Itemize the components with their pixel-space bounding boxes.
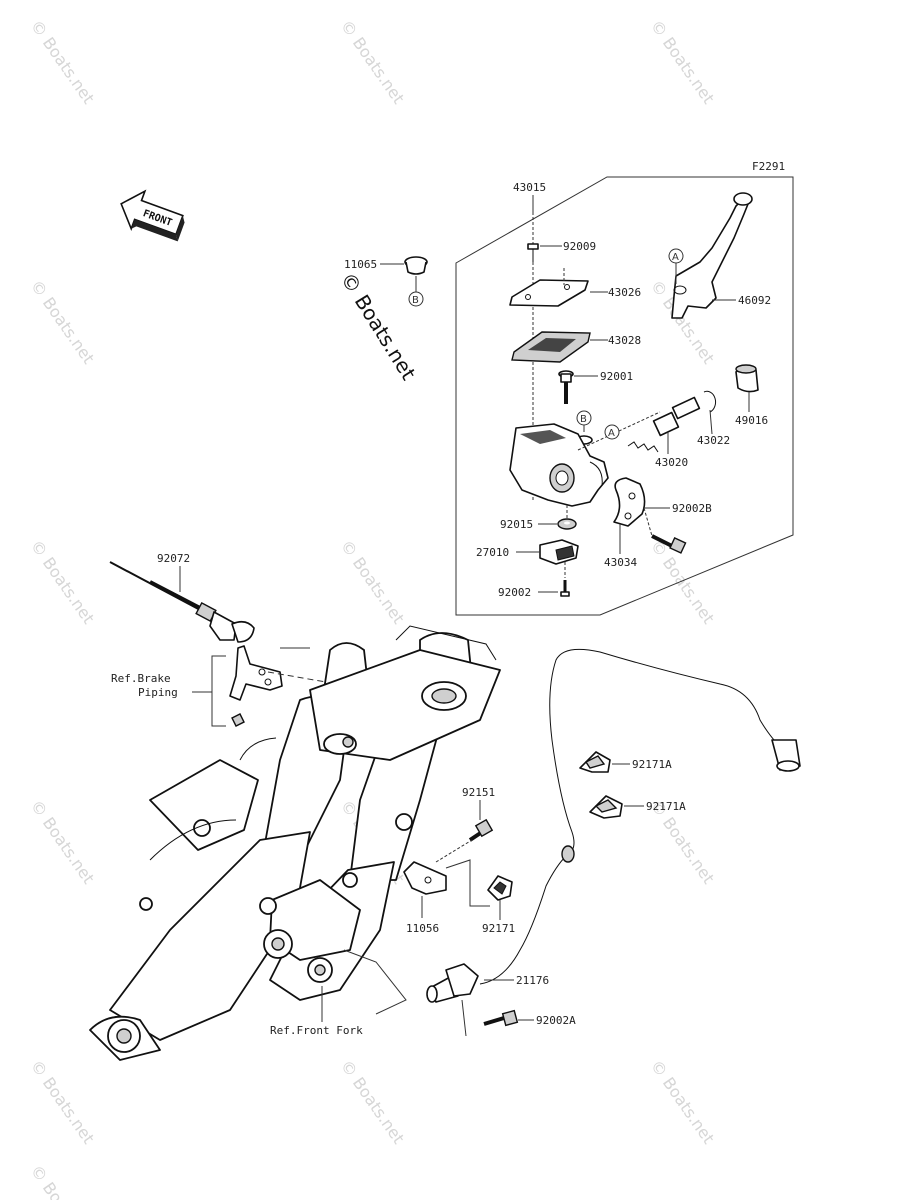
piston-43020 <box>627 396 701 453</box>
part-label-92171: 92171 <box>482 922 515 935</box>
marker-a-lever: A <box>672 252 679 263</box>
sensor-cable <box>479 648 785 985</box>
front-fork-assembly <box>89 625 501 1061</box>
screw-92009 <box>527 243 539 262</box>
screw-92002 <box>560 580 570 597</box>
part-label-43028: 43028 <box>608 334 641 347</box>
part-label-27010: 27010 <box>476 546 509 559</box>
part-label-46092: 46092 <box>738 294 771 307</box>
watermark: © Boats.net <box>337 1056 409 1147</box>
watermark: © Boats.net <box>27 796 99 887</box>
watermark: © Boats.net <box>27 1056 99 1147</box>
bracket-11056 <box>403 861 447 895</box>
part-label-92151: 92151 <box>462 786 495 799</box>
watermark: © Boats.net <box>337 16 409 107</box>
watermark: © Boats.net <box>27 16 99 107</box>
speed-sensor-21176 <box>426 963 479 1003</box>
ref-front-fork: Ref.Front Fork <box>270 1024 363 1037</box>
brake-lever-46092 <box>671 192 753 319</box>
part-label-43015: 43015 <box>513 181 546 194</box>
part-label-92015: 92015 <box>500 518 533 531</box>
marker-b-cap: B <box>412 295 419 306</box>
marker-b: B <box>580 414 587 425</box>
part-label-49016: 49016 <box>735 414 768 427</box>
clamp-43034 <box>613 477 646 527</box>
bolt-92002a <box>483 1009 519 1027</box>
master-cylinder-body <box>509 423 609 507</box>
part-label-92171a-upper: 92171A <box>632 758 672 771</box>
watermark: © Boats.net <box>27 1161 99 1200</box>
assembly-outline <box>455 176 794 616</box>
reservoir-cover-43026 <box>509 279 589 307</box>
watermark: © Boats.net <box>337 536 409 627</box>
part-label-43026: 43026 <box>608 286 641 299</box>
bolt-92151 <box>468 818 494 842</box>
part-label-92001: 92001 <box>600 370 633 383</box>
part-label-21176: 21176 <box>516 974 549 987</box>
sensor-connector <box>771 739 801 772</box>
figure-code: F2291 <box>752 160 785 173</box>
part-label-43034: 43034 <box>604 556 637 569</box>
part-label-11056: 11056 <box>406 922 439 935</box>
watermark: © Boats.net <box>647 16 719 107</box>
bolt-92002b <box>651 534 687 554</box>
part-label-92002a: 92002A <box>536 1014 576 1027</box>
part-label-11065: 11065 <box>344 258 377 271</box>
front-arrow: FRONT <box>120 189 185 242</box>
banjo-fitting-92072 <box>109 561 255 643</box>
brake-switch-27010 <box>539 539 579 565</box>
part-label-92171a-lower: 92171A <box>646 800 686 813</box>
marker-a: A <box>608 428 615 439</box>
cap-11065 <box>404 256 428 275</box>
bolt-92001 <box>558 370 574 404</box>
part-label-92002b: 92002B <box>672 502 712 515</box>
part-label-43020: 43020 <box>655 456 688 469</box>
ref-brake-piping-line1: Ref.Brake <box>111 672 171 685</box>
part-label-92002: 92002 <box>498 586 531 599</box>
watermark: © Boats.net <box>647 1056 719 1147</box>
watermark: © Boats.net <box>27 536 99 627</box>
clip-92171 <box>487 875 513 901</box>
lever-cap-49016 <box>735 364 759 393</box>
part-label-43022: 43022 <box>697 434 730 447</box>
clip-92171a-upper <box>579 751 611 773</box>
ref-brake-piping-line2: Piping <box>138 686 178 699</box>
circlip-43022 <box>703 390 717 413</box>
main-watermark: © Boats.net <box>336 268 421 384</box>
part-label-92072: 92072 <box>157 552 190 565</box>
clip-92171a-lower <box>589 795 623 819</box>
watermark: © Boats.net <box>27 276 99 367</box>
part-label-92009: 92009 <box>563 240 596 253</box>
brake-piping-bracket <box>229 645 283 727</box>
